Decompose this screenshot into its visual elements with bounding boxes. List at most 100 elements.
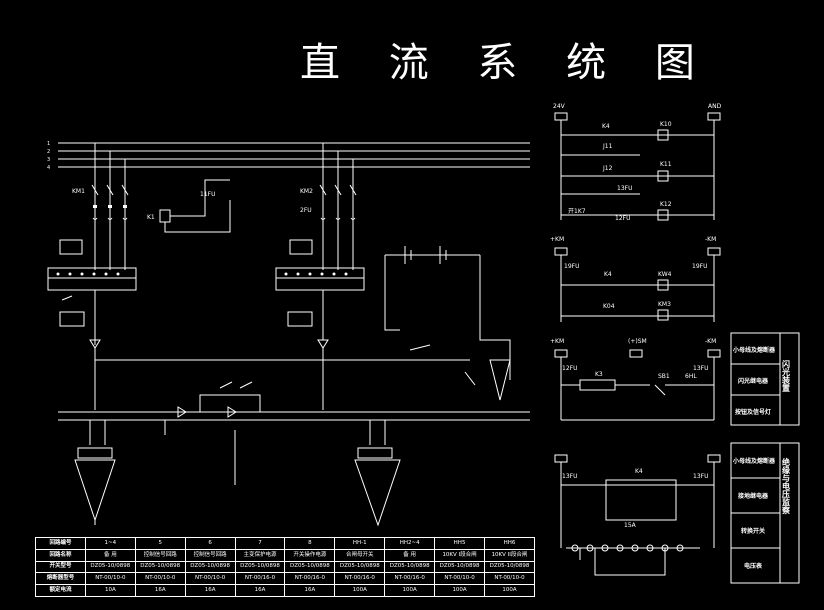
table-cell: 主变保护电源 <box>234 548 286 562</box>
left-charger-branch: KM1 K1 11FU <box>47 143 231 410</box>
table-cell: HH6 <box>484 537 535 550</box>
km-label-2: -KM <box>705 338 716 345</box>
k4-label: K4 <box>602 123 610 130</box>
k1-label: K1 <box>147 214 155 221</box>
fuse-12fu-label-2: 12FU <box>562 365 577 372</box>
table-header-cell: 开关型号 <box>35 560 86 574</box>
fuse-2fu-label: 2FU <box>300 207 312 214</box>
table-cell: 控制信号回路 <box>134 548 186 562</box>
table-cell: 6 <box>184 537 236 550</box>
j11-label: J11 <box>602 143 613 150</box>
table-cell: DZ05-10/0898 <box>384 560 436 574</box>
fuse-13fu-label: 13FU <box>617 185 632 192</box>
svg-text:4: 4 <box>47 165 50 171</box>
table-cell: NT-00/16-0 <box>234 572 286 586</box>
panel2-row-1: 小母线及熔断器 <box>732 457 776 465</box>
table-cell: NT-00/16-0 <box>384 572 436 586</box>
table-header-cell: 回路编号 <box>35 537 86 550</box>
fuse-13fu-label-2: 13FU <box>693 365 708 372</box>
side-panel-flash: 小母线及熔断器 闪光继电器 按钮及信号灯 闪光装置 <box>730 332 800 426</box>
table-cell: 8 <box>284 537 336 550</box>
table-cell: NT-00/10-0 <box>184 572 236 586</box>
table-cell: 1~4 <box>84 537 136 550</box>
table-cell: NT-00/10-0 <box>134 572 186 586</box>
panel2-row-4: 电压表 <box>744 562 763 570</box>
table-cell: HH5 <box>434 537 486 550</box>
table-header-cell: 熔断器型号 <box>35 572 86 586</box>
side-panel-insulation: 小母线及熔断器 接地继电器 转换开关 电压表 绝缘与电压监察 <box>730 442 800 584</box>
k4-label-3: K4 <box>635 468 643 475</box>
table-cell: NT-00/16-0 <box>334 572 386 586</box>
table-cell: 开关操作电源 <box>284 548 336 562</box>
table-cell: HH2~4 <box>384 537 436 550</box>
table-cell: 10A <box>84 584 136 597</box>
table-cell: 100A <box>484 584 535 597</box>
table-cell: DZ05-10/0898 <box>234 560 286 574</box>
table-cell: 16A <box>284 584 336 597</box>
jx-label: 开1K7 <box>568 208 586 215</box>
table-header-cell: 回路名称 <box>35 548 86 562</box>
dc-output-bus <box>58 381 530 485</box>
fuse-19fu-label: 19FU <box>564 263 579 270</box>
table-cell: DZ05-10/0898 <box>484 560 535 574</box>
feeder-left <box>74 420 116 525</box>
k3-label: K3 <box>595 371 603 378</box>
panel1-row-3: 按钮及信号灯 <box>735 408 771 416</box>
table-cell: 10KV II段合闸 <box>484 548 535 562</box>
kw4-label: KW4 <box>658 271 672 278</box>
fuse-13fu-label-3: 13FU <box>562 473 577 480</box>
fuse-15a-label: 15A <box>624 522 637 529</box>
table-cell: NT-00/10-0 <box>434 572 486 586</box>
6hl-label: 6HL <box>685 373 697 380</box>
panel1-vertical: 闪光装置 <box>782 359 791 393</box>
panel2-row-3: 转换开关 <box>741 527 765 535</box>
table-cell: NT-00/10-0 <box>84 572 136 586</box>
sb1-label: SB1 <box>658 373 670 380</box>
table-cell: 备 用 <box>384 548 436 562</box>
middle-charger-branch: KM2 2FU <box>95 143 470 410</box>
fuse-12fu-label: 12FU <box>615 215 630 222</box>
km1-label: KM1 <box>72 188 85 195</box>
right-insulation-circuit: 13FU 13FU K4 15A <box>554 454 721 576</box>
battery-group <box>384 246 511 401</box>
fuse-19fu-label-2: 19FU <box>692 263 707 270</box>
panel1-row-1: 小母线及熔断器 <box>732 346 776 354</box>
right-km-circuit: +KM -KM 19FU 19FU K4 KW4 K04 KM3 <box>550 236 721 322</box>
pkm-label-2: +KM <box>550 338 564 345</box>
k04-label: K04 <box>603 303 615 310</box>
table-cell: DZ05-10/0898 <box>334 560 386 574</box>
fuse-13fu-label-4: 13FU <box>693 473 708 480</box>
pkm-label-1: +KM <box>550 236 564 243</box>
k4-label-2: K4 <box>604 271 612 278</box>
table-cell: DZ05-10/0898 <box>184 560 236 574</box>
table-cell: 备 用 <box>84 548 136 562</box>
table-cell: 100A <box>434 584 486 597</box>
k10-label: K10 <box>660 121 672 128</box>
k12-label: K12 <box>660 201 672 208</box>
right-relay-logic: 24V AND K4 K10 J11 J12 K11 13FU K12 开1K7… <box>553 103 722 222</box>
table-cell: 100A <box>334 584 386 597</box>
svg-text:2: 2 <box>47 149 50 155</box>
table-cell: DZ05-10/0898 <box>134 560 186 574</box>
km3-label: KM3 <box>658 301 671 308</box>
table-cell: DZ05-10/0898 <box>284 560 336 574</box>
table-cell: 合闸母开关 <box>334 548 386 562</box>
table-cell: DZ05-10/0898 <box>84 560 136 574</box>
svg-text:3: 3 <box>47 157 50 163</box>
svg-text:1: 1 <box>47 141 50 147</box>
table-cell: HH-1 <box>334 537 386 550</box>
panel2-row-2: 接地继电器 <box>737 492 769 500</box>
v24-label: 24V <box>553 103 566 110</box>
panel2-vertical: 绝缘与电压监察 <box>781 457 791 515</box>
table-cell: DZ05-10/0898 <box>434 560 486 574</box>
and-label: AND <box>708 103 722 110</box>
table-header-cell: 额定电流 <box>35 584 86 597</box>
fuse-11fu-label: 11FU <box>200 191 215 198</box>
